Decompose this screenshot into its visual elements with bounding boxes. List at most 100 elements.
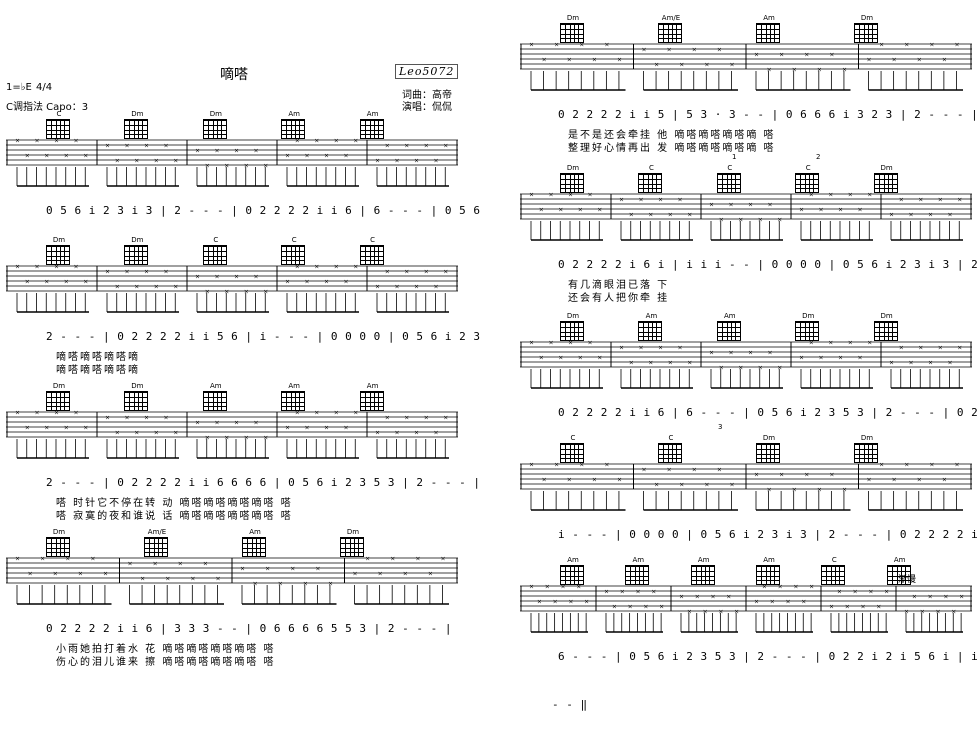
tab-mark: × — [936, 609, 941, 616]
tab-mark: × — [529, 192, 534, 199]
tab-mark: × — [554, 462, 559, 469]
tab-mark: × — [234, 148, 239, 155]
tab-mark: × — [305, 425, 310, 432]
chord-name: Am — [763, 556, 775, 564]
tab-mark: × — [164, 415, 169, 422]
chord-diagram: Dm — [560, 14, 586, 43]
tab-mark: × — [754, 599, 759, 606]
tab-mark: × — [767, 487, 772, 494]
chord-grid — [795, 173, 820, 193]
chord-name: Dm — [762, 434, 776, 442]
tab-mark: × — [726, 594, 731, 601]
chord-diagram: Dm — [46, 236, 72, 265]
chord-diagram: Dm — [854, 434, 880, 463]
tab-mark: × — [263, 435, 268, 442]
tab-mark: × — [643, 604, 648, 611]
chord-diagram: Dm — [46, 382, 72, 411]
tab-mark: × — [578, 207, 583, 214]
tab-mark: × — [263, 289, 268, 296]
volta-2: 2 — [816, 153, 821, 161]
chord-name: Dm — [566, 14, 580, 22]
tab-mark: × — [290, 566, 295, 573]
tab-mark: × — [617, 57, 622, 64]
tab-mark: × — [920, 609, 925, 616]
tab-staff: ××××××××××××××××××××××××××××××××××××××××… — [520, 584, 972, 633]
tab-mark: × — [579, 42, 584, 49]
lyrics-verse-2: 嘀嗒嘀嗒嘀嗒嘀 — [56, 365, 140, 376]
tab-mark: × — [303, 581, 308, 588]
tab-mark: × — [717, 47, 722, 54]
tab-mark: × — [314, 410, 319, 417]
chord-name: Am/E — [147, 528, 167, 536]
chord-name: Dm — [880, 312, 893, 320]
tab-mark: × — [224, 289, 229, 296]
chord-grid — [638, 321, 663, 341]
tab-mark: × — [942, 477, 947, 484]
chord-grid — [821, 565, 846, 585]
jianpu-line: 6 - - - | 0 5 6 i 2 3 5 3 | 2 - - - | 0 … — [558, 650, 980, 663]
chord-name: Am — [567, 556, 579, 564]
tab-mark: × — [165, 576, 170, 583]
tab-mark: × — [838, 355, 843, 362]
chord-diagram: Dm — [854, 14, 880, 43]
tab-mark: × — [539, 207, 544, 214]
tab-mark: × — [545, 584, 550, 591]
tab-mark: × — [792, 487, 797, 494]
chord-grid — [560, 443, 584, 463]
tab-mark: × — [687, 212, 692, 219]
chord-diagram: Am — [756, 556, 782, 585]
chord-grid — [281, 391, 306, 411]
tab-mark: × — [144, 269, 149, 276]
tab-mark: × — [125, 415, 130, 422]
tab-mark: × — [579, 462, 584, 469]
chord-name: C — [291, 236, 297, 244]
tab-mark: × — [324, 425, 329, 432]
chord-diagram: Am/E — [658, 14, 684, 43]
chord-diagram: Dm — [873, 164, 900, 193]
chord-diagram: Dm — [560, 164, 586, 193]
tab-mark: × — [215, 576, 220, 583]
tab-mark: × — [234, 274, 239, 281]
lyrics-verse-2: 嗒 寂寞的夜和谁说 话 嘀嗒嘀嗒嘀嗒嘀嗒 嗒 — [56, 511, 293, 522]
tab-mark: × — [954, 42, 959, 49]
tab-mark: × — [64, 153, 69, 160]
tab-mark: × — [115, 284, 120, 291]
tab-mark: × — [711, 594, 716, 601]
chord-name: C — [370, 236, 376, 244]
tab-mark: × — [704, 62, 709, 69]
tab-mark: × — [385, 143, 390, 150]
chord-name: Dm — [566, 164, 580, 172]
chord-name: Am — [723, 312, 736, 320]
tab-mark: × — [576, 584, 581, 591]
tab-mark: × — [679, 62, 684, 69]
tab-mark: × — [254, 274, 259, 281]
tab-mark: × — [619, 197, 624, 204]
chord-diagram: Dm — [124, 110, 150, 139]
tab-mark: × — [729, 350, 734, 357]
tab-mark: × — [604, 462, 609, 469]
tab-mark: × — [648, 360, 653, 367]
tab-mark: × — [567, 477, 572, 484]
tab-mark: × — [125, 269, 130, 276]
tab-mark: × — [44, 279, 49, 286]
tab-mark: × — [205, 163, 210, 170]
tab-mark: × — [567, 57, 572, 64]
tab-mark: × — [28, 571, 33, 578]
tab-mark: × — [667, 47, 672, 54]
tab-mark: × — [828, 340, 833, 347]
chord-name: C — [570, 434, 576, 442]
tab-mark: × — [809, 340, 814, 347]
tab-mark: × — [44, 425, 49, 432]
tab-mark: × — [829, 472, 834, 479]
tab-mark: × — [758, 365, 763, 372]
chord-name: Am — [632, 556, 645, 564]
chord-diagram: Am — [202, 382, 229, 411]
chord-name: Am — [288, 110, 300, 118]
chord-name: Dm — [131, 110, 144, 118]
tab-mark: × — [584, 599, 589, 606]
tab-mark: × — [837, 589, 842, 596]
tab-mark: × — [801, 599, 806, 606]
tab-mark: × — [679, 594, 684, 601]
tab-mark: × — [65, 556, 70, 563]
tab-mark: × — [324, 153, 329, 160]
